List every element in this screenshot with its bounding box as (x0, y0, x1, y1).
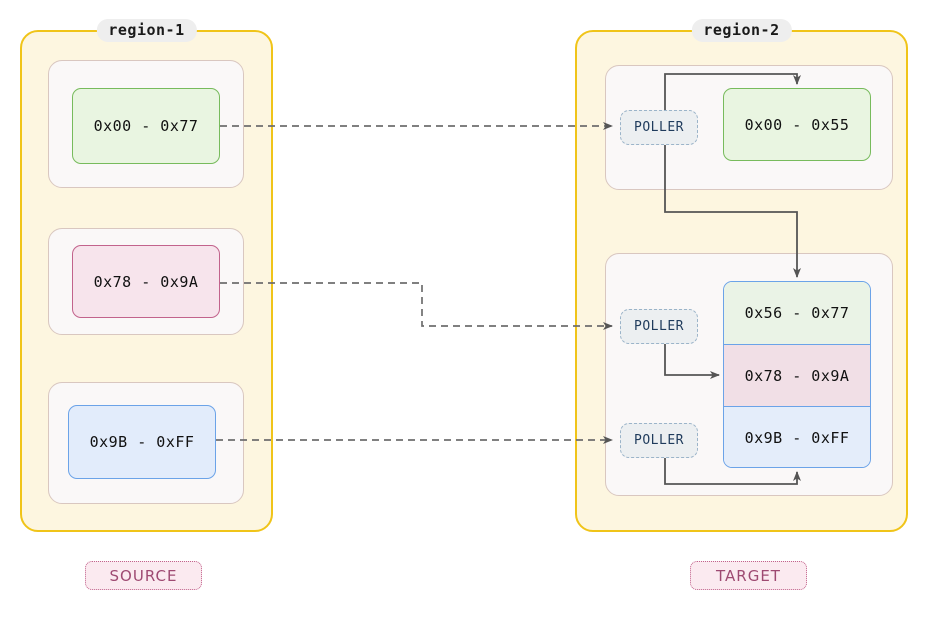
poller-middle[interactable]: POLLER (620, 309, 698, 344)
target-stack-seg-2[interactable]: 0x9B - 0xFF (724, 407, 870, 467)
target-stack: 0x56 - 0x77 0x78 - 0x9A 0x9B - 0xFF (723, 281, 871, 468)
region-1-label: region-1 (96, 19, 197, 42)
edge-source1-to-poller-middle (220, 282, 613, 330)
target-stack-seg-1[interactable]: 0x78 - 0x9A (724, 344, 870, 407)
caption-source: SOURCE (85, 561, 202, 590)
caption-target: TARGET (690, 561, 807, 590)
poller-top[interactable]: POLLER (620, 110, 698, 145)
target-stack-seg-0[interactable]: 0x56 - 0x77 (724, 282, 870, 344)
poller-bottom[interactable]: POLLER (620, 423, 698, 458)
source-block-1[interactable]: 0x78 - 0x9A (72, 245, 220, 318)
source-block-0[interactable]: 0x00 - 0x77 (72, 88, 220, 164)
source-block-2[interactable]: 0x9B - 0xFF (68, 405, 216, 479)
region-2-label: region-2 (691, 19, 792, 42)
target-block-top[interactable]: 0x00 - 0x55 (723, 88, 871, 161)
